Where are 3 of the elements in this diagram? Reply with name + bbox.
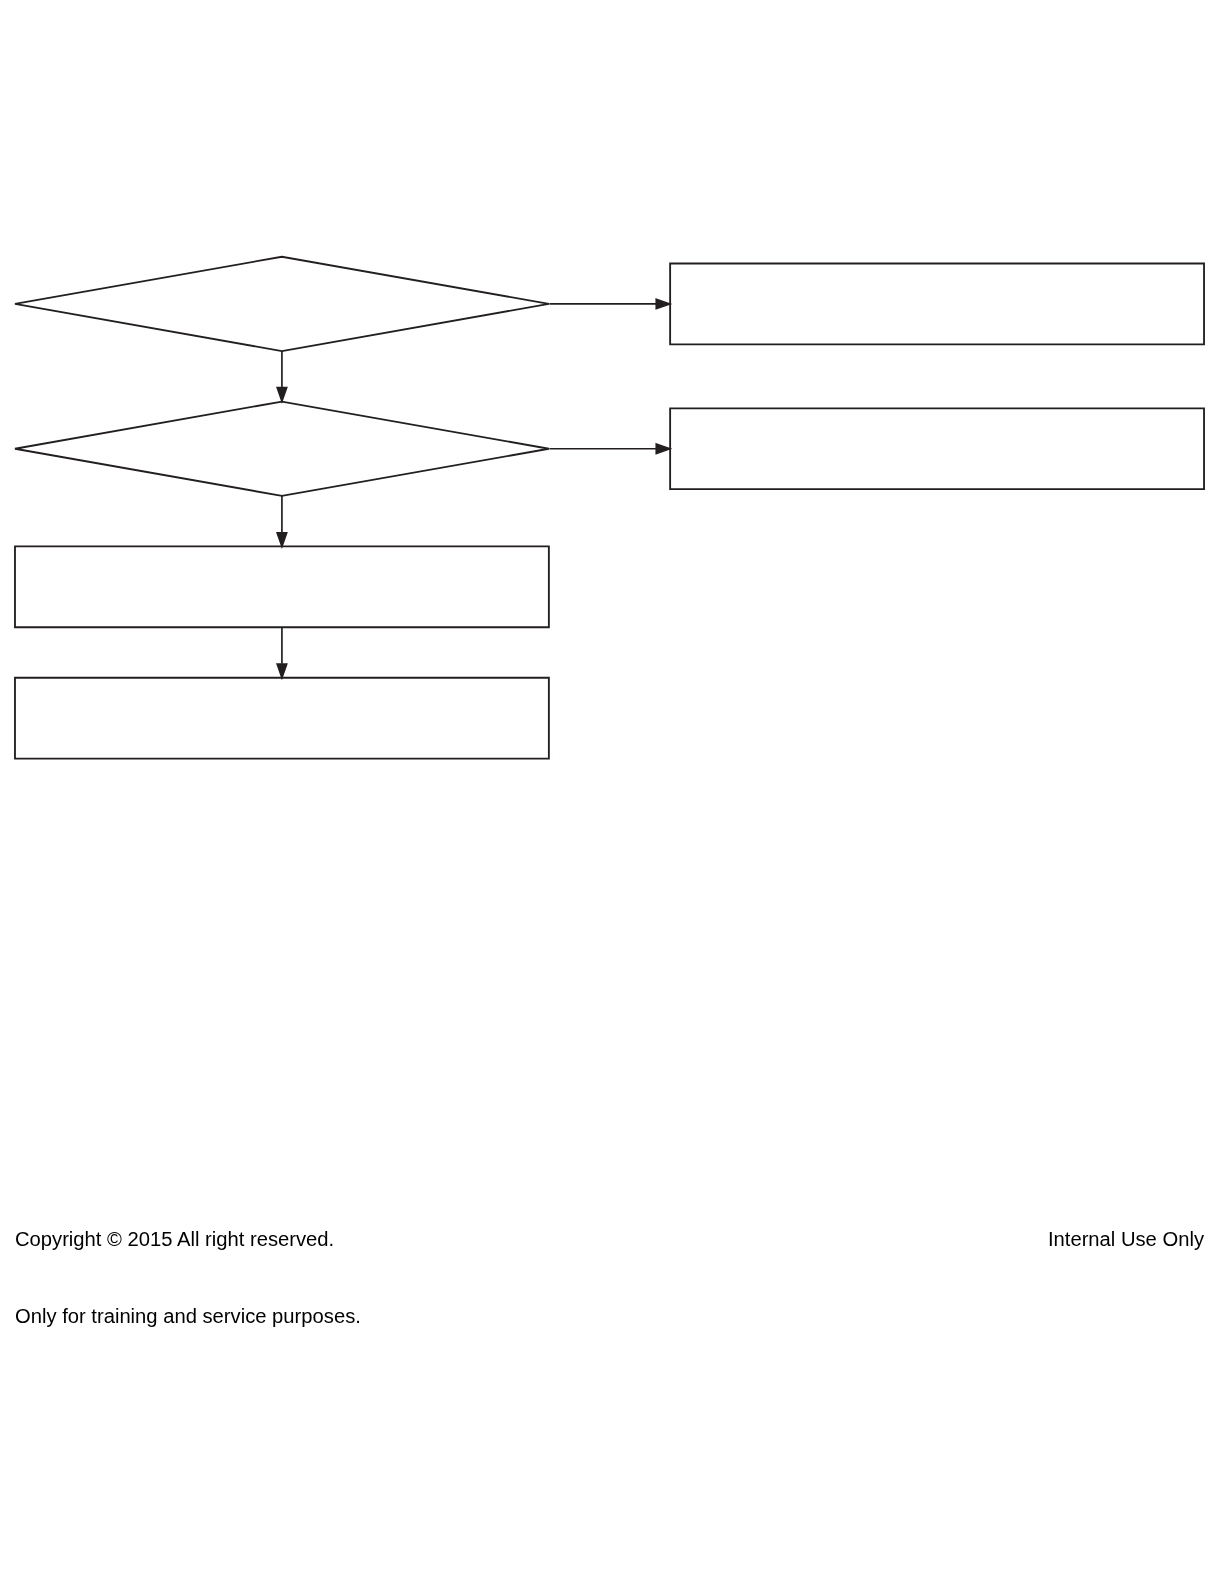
label: Internal Use Only (1047, 1227, 1205, 1250)
label: Only for training and service purposes. (14, 1304, 361, 1327)
label: Copyright © 2015 All right reserved. (14, 1227, 335, 1250)
